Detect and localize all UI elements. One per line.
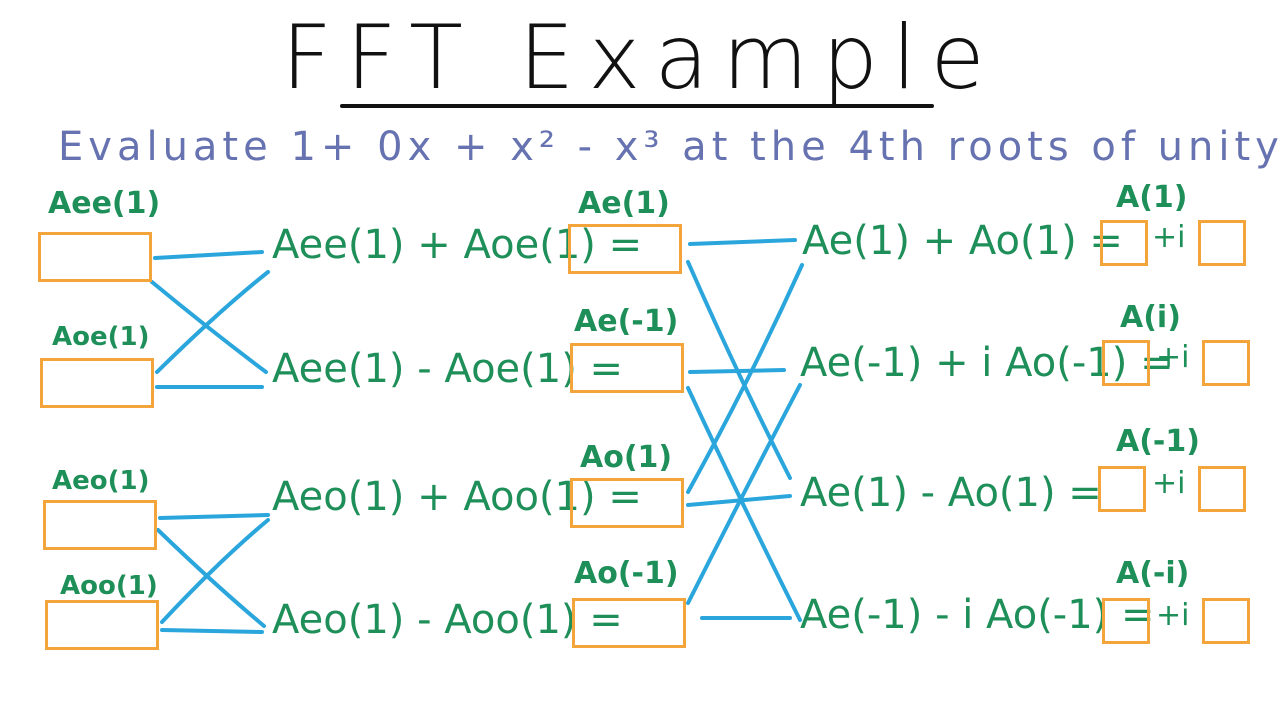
label-result-neg-i: A(-i): [1116, 556, 1190, 591]
box-result-neg1-real: [1098, 466, 1146, 512]
box-ae-1: [568, 224, 682, 274]
label-aoo: Aoo(1): [60, 571, 158, 601]
label-aeo: Aeo(1): [52, 466, 150, 496]
label-ao-neg1: Ao(-1): [574, 556, 679, 591]
box-aoe: [40, 358, 154, 408]
wire: [686, 260, 792, 480]
problem-statement: Evaluate 1+ 0x + x² - x³ at the 4th root…: [58, 124, 1280, 170]
box-ao-1: [570, 478, 684, 528]
equation-a-of-i: Ae(-1) + i Ao(-1) =: [800, 340, 1174, 386]
equation-a-of-1: Ae(1) + Ao(1) =: [802, 218, 1123, 264]
wire: [156, 528, 266, 628]
wire: [688, 238, 797, 246]
label-ae-1: Ae(1): [578, 186, 670, 221]
box-aoo: [45, 600, 159, 650]
wire: [155, 270, 270, 374]
box-aee: [38, 232, 152, 282]
equation-aee-plus-aoe: Aee(1) + Aoe(1) =: [272, 222, 643, 268]
wire: [150, 280, 268, 374]
box-result-i-imag: [1202, 340, 1250, 386]
wire: [686, 383, 802, 605]
box-ao-neg1: [572, 598, 686, 648]
box-result-neg1-imag: [1198, 466, 1246, 512]
wire: [153, 250, 264, 260]
wire: [160, 518, 270, 624]
plus-i-2: +i: [1156, 340, 1190, 375]
plus-i-3: +i: [1152, 466, 1186, 501]
wire: [158, 513, 270, 520]
equation-a-of-neg1: Ae(1) - Ao(1) =: [800, 470, 1102, 516]
box-aeo: [43, 500, 157, 550]
box-result-1-imag: [1198, 220, 1246, 266]
label-result-neg1: A(-1): [1116, 424, 1200, 459]
equation-aeo-plus-aoo: Aeo(1) + Aoo(1) =: [272, 474, 642, 520]
plus-i-1: +i: [1152, 220, 1186, 255]
diagram-title: FFT Example: [281, 6, 999, 109]
equation-aee-minus-aoe: Aee(1) - Aoe(1) =: [272, 346, 624, 392]
label-ae-neg1: Ae(-1): [574, 304, 679, 339]
wire: [160, 628, 264, 634]
box-result-neg-i-imag: [1202, 598, 1250, 644]
box-result-neg-i-real: [1102, 598, 1150, 644]
plus-i-4: +i: [1156, 598, 1190, 633]
box-ae-neg1: [570, 343, 684, 393]
title-underline: [340, 104, 934, 108]
label-result-1: A(1): [1116, 180, 1188, 215]
label-ao-1: Ao(1): [580, 440, 673, 475]
wire: [686, 263, 804, 494]
label-aee: Aee(1): [48, 186, 161, 221]
wire: [688, 368, 786, 374]
label-result-i: A(i): [1120, 300, 1181, 335]
box-result-i-real: [1102, 340, 1150, 386]
label-aoe: Aoe(1): [52, 322, 150, 352]
equation-aeo-minus-aoo: Aeo(1) - Aoo(1) =: [272, 597, 623, 643]
box-result-1-real: [1100, 220, 1148, 266]
equation-a-of-neg-i: Ae(-1) - i Ao(-1) =: [800, 592, 1155, 638]
